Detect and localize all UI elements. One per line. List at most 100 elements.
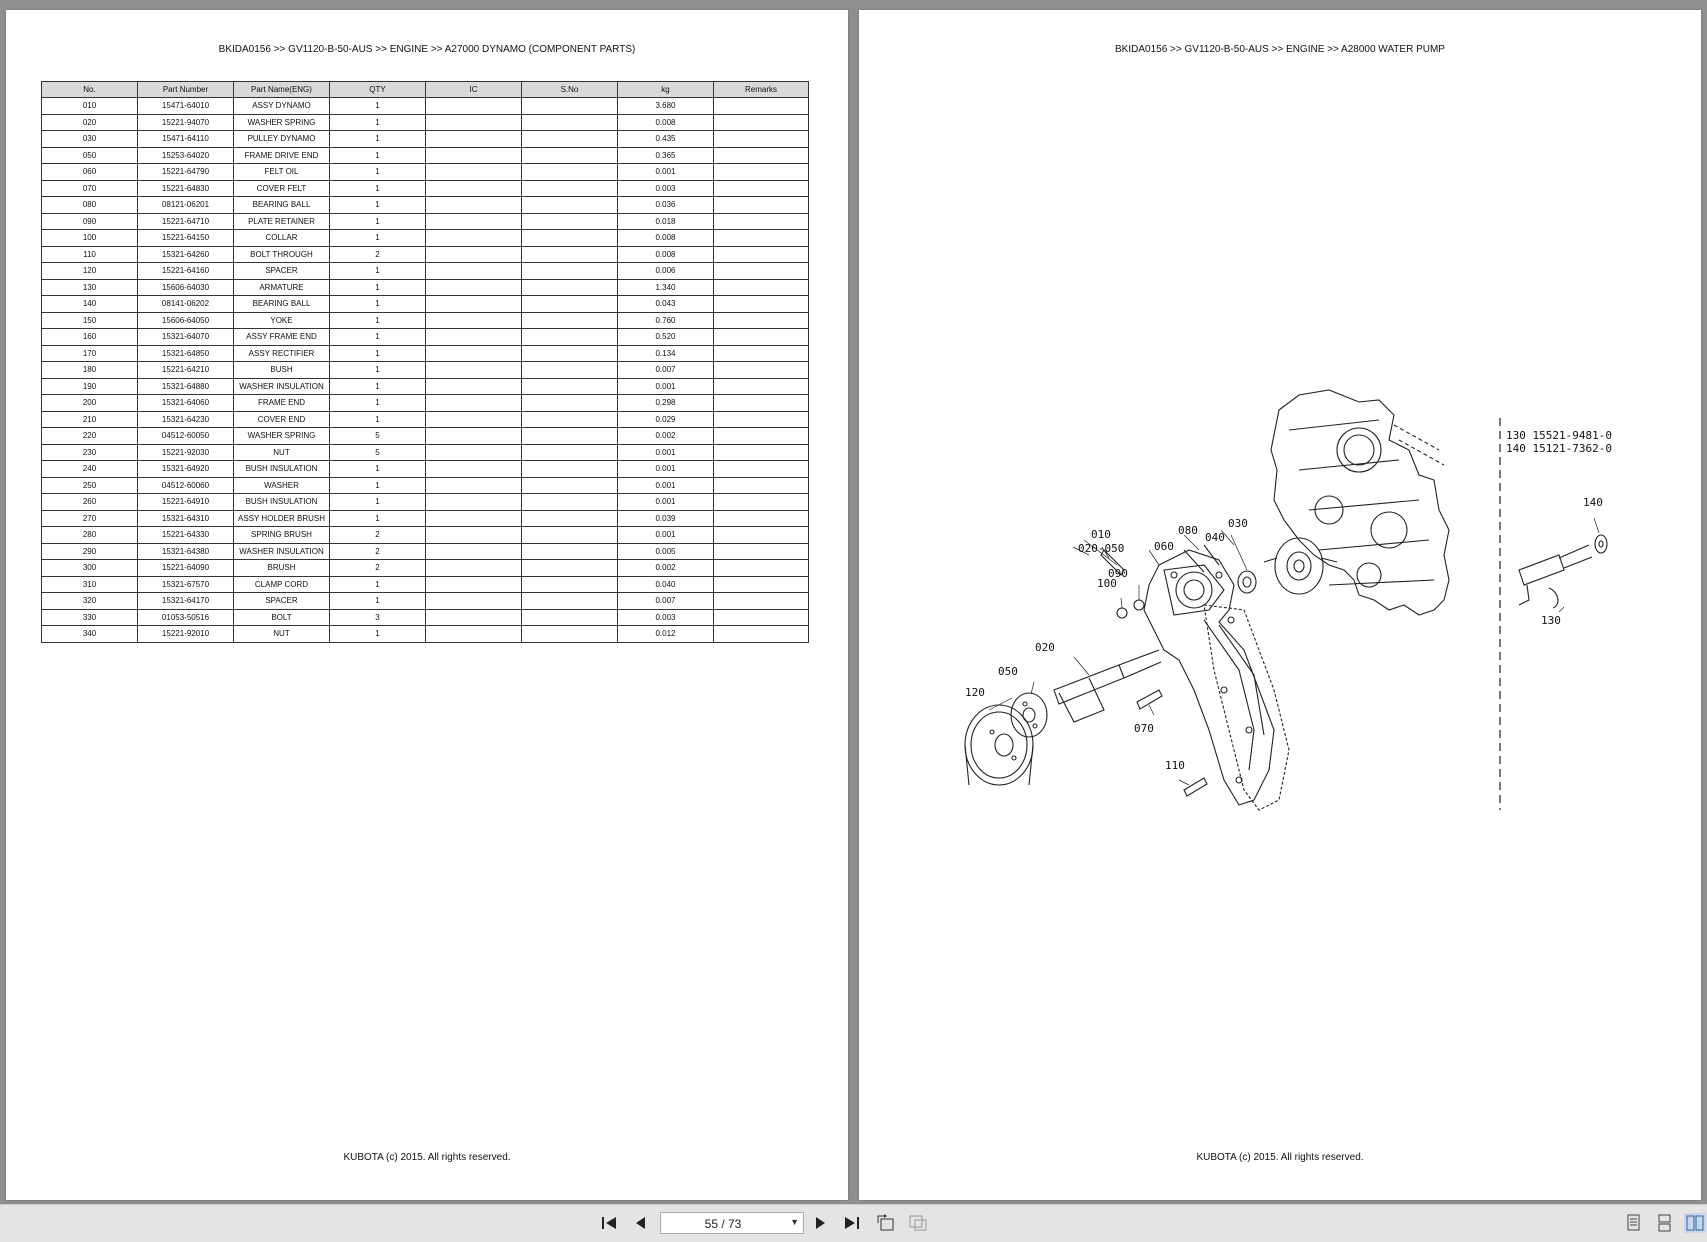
present-icon[interactable]: [907, 1213, 929, 1233]
table-cell: [521, 179, 618, 197]
table-cell: 15321-64850: [137, 344, 234, 362]
table-cell: SPACER: [233, 592, 330, 610]
table-cell: [425, 476, 522, 494]
callout-070: 070: [1134, 722, 1154, 735]
table-cell: 15221-92010: [137, 625, 234, 643]
table-cell: 08121-06201: [137, 196, 234, 214]
table-cell: [425, 361, 522, 379]
table-cell: COVER FELT: [233, 179, 330, 197]
page-number-input[interactable]: 55 / 73 ▼: [660, 1212, 804, 1234]
table-cell: 15321-64070: [137, 328, 234, 346]
table-cell: BUSH INSULATION: [233, 493, 330, 511]
table-cell: 1: [329, 113, 426, 131]
column-header: No.: [41, 81, 138, 98]
table-cell: [521, 509, 618, 527]
table-cell: 330: [41, 608, 138, 626]
next-page-icon[interactable]: [810, 1213, 832, 1233]
continuous-view-icon[interactable]: [1654, 1213, 1676, 1233]
table-cell: 1: [329, 130, 426, 148]
table-cell: 080: [41, 196, 138, 214]
table-cell: 1: [329, 295, 426, 313]
table-cell: 160: [41, 328, 138, 346]
table-cell: 15221-64150: [137, 229, 234, 247]
table-cell: [713, 361, 809, 379]
table-cell: 15221-64090: [137, 559, 234, 577]
single-page-view-icon[interactable]: [1623, 1213, 1645, 1233]
table-cell: 100: [41, 229, 138, 247]
table-cell: [425, 196, 522, 214]
callout-030: 030: [1228, 517, 1248, 530]
table-cell: BUSH: [233, 361, 330, 379]
callout-020-050: 020-050: [1078, 542, 1124, 555]
table-cell: PULLEY DYNAMO: [233, 130, 330, 148]
gasket: [1203, 604, 1290, 811]
table-cell: 0.001: [617, 443, 714, 461]
table-cell: ASSY DYNAMO: [233, 97, 330, 115]
last-page-icon[interactable]: [841, 1213, 863, 1233]
chevron-down-icon[interactable]: ▼: [790, 1217, 799, 1227]
table-cell: [521, 394, 618, 412]
table-cell: [425, 443, 522, 461]
table-cell: 090: [41, 212, 138, 230]
table-cell: 290: [41, 542, 138, 560]
table-cell: [425, 245, 522, 263]
table-cell: [425, 113, 522, 131]
column-header: QTY: [329, 81, 426, 98]
table-cell: 320: [41, 592, 138, 610]
table-cell: [521, 559, 618, 577]
table-cell: 0.001: [617, 377, 714, 395]
table-cell: 1: [329, 493, 426, 511]
table-cell: 1: [329, 212, 426, 230]
column-header: Remarks: [713, 81, 809, 98]
table-cell: [713, 493, 809, 511]
table-cell: 0.520: [617, 328, 714, 346]
table-cell: 0.012: [617, 625, 714, 643]
table-cell: BEARING BALL: [233, 196, 330, 214]
first-page-icon[interactable]: [598, 1213, 620, 1233]
table-cell: FRAME DRIVE END: [233, 146, 330, 164]
table-cell: 3.680: [617, 97, 714, 115]
prev-page-icon[interactable]: [629, 1213, 651, 1233]
table-cell: [425, 608, 522, 626]
table-cell: BEARING BALL: [233, 295, 330, 313]
table-cell: 210: [41, 410, 138, 428]
table-cell: [521, 295, 618, 313]
table-cell: 15321-67570: [137, 575, 234, 593]
table-cell: 280: [41, 526, 138, 544]
table-cell: 1: [329, 361, 426, 379]
table-cell: WASHER: [233, 476, 330, 494]
table-cell: [713, 559, 809, 577]
page-indicator: 55 / 73: [704, 1217, 742, 1231]
ref-line-130: 130 15521-9481-0: [1506, 429, 1612, 442]
table-cell: ASSY HOLDER BRUSH: [233, 509, 330, 527]
table-cell: [521, 377, 618, 395]
table-cell: [713, 394, 809, 412]
table-cell: 120: [41, 262, 138, 280]
table-cell: 1: [329, 476, 426, 494]
table-cell: COVER END: [233, 410, 330, 428]
callout-130: 130: [1541, 614, 1561, 627]
pump-shaft: [1053, 664, 1125, 705]
document-page-left: BKIDA0156 >> GV1120-B-50-AUS >> ENGINE >…: [6, 10, 848, 1200]
table-cell: [521, 410, 618, 428]
table-cell: [425, 278, 522, 296]
table-cell: 1: [329, 163, 426, 181]
table-cell: 0.435: [617, 130, 714, 148]
table-cell: 1: [329, 278, 426, 296]
table-cell: 1: [329, 229, 426, 247]
table-cell: [521, 344, 618, 362]
rotate-icon[interactable]: [875, 1213, 897, 1233]
two-page-view-icon[interactable]: [1684, 1213, 1706, 1233]
table-cell: WASHER INSULATION: [233, 377, 330, 395]
table-cell: 070: [41, 179, 138, 197]
table-cell: [713, 229, 809, 247]
table-cell: 1: [329, 394, 426, 412]
